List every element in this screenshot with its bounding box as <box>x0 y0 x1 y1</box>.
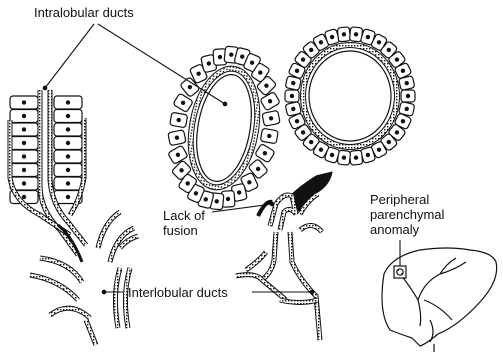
label-lack-of-fusion-line1: Lack of <box>163 208 205 223</box>
epithelial-cell <box>10 123 38 136</box>
epithelial-cell <box>54 137 82 150</box>
epithelial-cell <box>10 110 38 123</box>
epithelial-cell <box>260 92 280 111</box>
leader-dot-left <box>43 86 47 90</box>
left-duct-epithelium <box>10 96 82 204</box>
epithelial-cell <box>262 110 280 126</box>
epithelial-cell <box>168 145 188 164</box>
middle-oval-duct <box>168 46 281 210</box>
epithelial-cell <box>54 110 82 123</box>
epithelial-cell <box>54 177 82 190</box>
epithelial-cell <box>54 123 82 136</box>
epithelial-cell <box>54 164 82 177</box>
epithelial-cell <box>168 130 186 146</box>
lack-of-fusion-structure <box>236 172 332 340</box>
label-intralobular-ducts: Intralobular ducts <box>34 5 134 20</box>
label-interlobular-ducts: Interlobular ducts <box>128 285 228 300</box>
leader-intralobular-left <box>45 24 94 88</box>
epithelial-cell <box>54 150 82 163</box>
label-peripheral-parenchymal-anomaly: Peripheral parenchymal anomaly <box>370 192 444 237</box>
epithelial-cell <box>349 150 362 165</box>
parenchymal-anomaly-marker <box>394 266 406 278</box>
liver-outline <box>382 248 497 352</box>
label-peripheral-line1: Peripheral <box>370 192 444 207</box>
epithelial-cell <box>54 96 82 109</box>
epithelial-cell <box>285 101 301 116</box>
label-lack-of-fusion-line2: fusion <box>163 223 205 238</box>
left-interlobular-ducts <box>30 258 130 345</box>
epithelial-cell <box>10 96 38 109</box>
epithelial-cell <box>10 137 38 150</box>
epithelial-cell <box>285 90 299 102</box>
epithelial-cell <box>10 150 38 163</box>
epithelial-cell <box>170 112 188 128</box>
leader-dot-middle <box>223 102 227 106</box>
label-peripheral-line3: anomaly <box>370 222 444 237</box>
epithelial-cell <box>260 128 278 144</box>
right-round-duct <box>285 27 415 165</box>
epithelial-cell <box>401 90 415 102</box>
epithelial-cell <box>399 76 415 91</box>
label-peripheral-line2: parenchymal <box>370 207 444 222</box>
label-lack-of-fusion: Lack of fusion <box>163 208 205 238</box>
epithelial-cell <box>10 164 38 177</box>
epithelial-cell <box>337 27 350 42</box>
